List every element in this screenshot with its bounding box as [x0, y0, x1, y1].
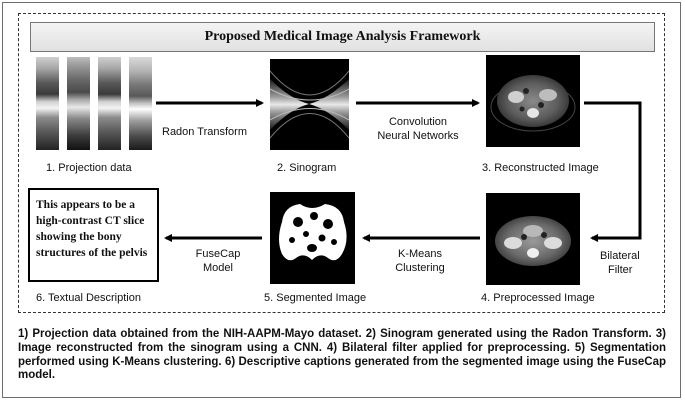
kmeans-label-line2: Clustering: [395, 262, 445, 274]
fusecap-label-line2: Model: [203, 262, 233, 274]
projection-strip: [98, 57, 121, 150]
projection-data-image: [36, 57, 152, 150]
projection-caption: 1. Projection data: [46, 162, 132, 174]
framework-title: Proposed Medical Image Analysis Framewor…: [30, 22, 655, 52]
fusecap-label-line1: FuseCap: [195, 248, 241, 260]
cnn-label-line2: Neural Networks: [377, 130, 459, 142]
framework-boundary: [18, 13, 665, 313]
radon-transform-label: Radon Transform: [162, 126, 247, 138]
arrow-bilateral: [584, 101, 642, 242]
figure-frame: [2, 2, 681, 398]
reconstructed-ct-image: [486, 55, 580, 147]
projection-strip: [129, 57, 152, 150]
cnn-label-line1: Convolution: [388, 116, 448, 128]
sinogram-image: [270, 59, 349, 150]
preprocessed-caption: 4. Preprocessed Image: [481, 292, 595, 304]
sinogram-caption: 2. Sinogram: [277, 162, 337, 174]
preprocessed-ct-image: [486, 193, 580, 285]
projection-strip: [67, 57, 90, 150]
textual-description-box: This appears to be a high-contrast CT sl…: [28, 188, 159, 282]
bilateral-label-line2: Filter: [608, 264, 633, 276]
reconstructed-caption: 3. Reconstructed Image: [482, 162, 599, 174]
bilateral-label-line1: Bilateral: [600, 250, 640, 262]
kmeans-label-line1: K-Means: [397, 248, 443, 260]
textual-caption: 6. Textual Description: [36, 292, 141, 304]
segmented-image: [270, 192, 355, 284]
figure-footnote: 1) Projection data obtained from the NIH…: [18, 328, 666, 382]
segmented-caption: 5. Segmented Image: [264, 292, 367, 304]
projection-strip: [36, 57, 59, 150]
